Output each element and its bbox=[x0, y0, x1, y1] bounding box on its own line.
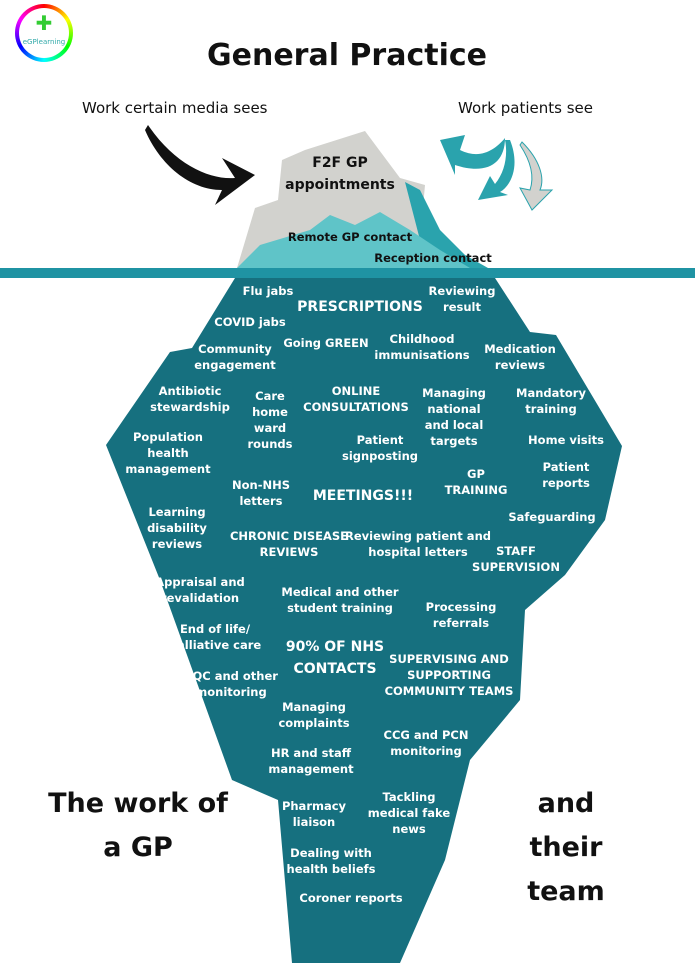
page-title: General Practice bbox=[206, 38, 488, 73]
iceberg-underwater bbox=[106, 278, 622, 963]
task-label: Managing national and local targets bbox=[422, 386, 486, 448]
task-label: Reception contact bbox=[374, 251, 492, 265]
task-label: 90% OF NHS CONTACTS bbox=[285, 639, 385, 677]
media-arrow-icon bbox=[145, 125, 255, 205]
side-text-right: and their team bbox=[527, 788, 605, 907]
task-label: Antibiotic stewardship bbox=[150, 384, 230, 414]
task-label: Home visits bbox=[528, 433, 604, 447]
task-label: Reviewing patient and hospital letters bbox=[345, 529, 491, 559]
task-label: Remote GP contact bbox=[287, 230, 413, 244]
task-label: Dealing with health beliefs bbox=[286, 846, 376, 876]
task-label: HR and staff management bbox=[268, 746, 354, 776]
side-text-left: The work of a GP bbox=[48, 788, 228, 863]
logo-text: eGPlearning bbox=[22, 38, 66, 46]
task-label: MEETINGS!!! bbox=[312, 488, 414, 504]
task-label: Going GREEN bbox=[283, 336, 369, 350]
task-label: End of life/ palliative care bbox=[168, 622, 262, 652]
task-label: F2F GP appointments bbox=[285, 155, 395, 193]
task-label: PRESCRIPTIONS bbox=[297, 299, 423, 315]
task-label: Processing referrals bbox=[425, 600, 497, 630]
task-label: Population health management bbox=[125, 430, 211, 476]
media-label: Work certain media sees bbox=[82, 99, 268, 117]
task-label: CCG and PCN monitoring bbox=[383, 728, 469, 758]
task-label: Patient signposting bbox=[341, 433, 419, 463]
task-label: GP TRAINING bbox=[444, 467, 508, 497]
task-label: ONLINE CONSULTATIONS bbox=[303, 384, 409, 414]
task-label: Pharmacy liaison bbox=[281, 799, 347, 829]
task-label: STAFF SUPERVISION bbox=[472, 544, 560, 574]
waterline bbox=[0, 268, 695, 278]
task-label: Childhood immunisations bbox=[374, 332, 470, 362]
task-label: Care home ward rounds bbox=[247, 389, 293, 451]
arrow-icon bbox=[478, 140, 515, 200]
eglearning-logo: ✚eGPlearning bbox=[15, 4, 73, 62]
task-label: Managing complaints bbox=[278, 700, 350, 730]
task-label: SUPERVISING AND SUPPORTING COMMUNITY TEA… bbox=[384, 652, 514, 698]
task-label: Coroner reports bbox=[299, 891, 403, 905]
task-label: Flu jabs bbox=[242, 284, 294, 298]
task-label: CQC and other monitoring bbox=[184, 669, 278, 699]
task-label: CHRONIC DISEASE REVIEWS bbox=[229, 529, 349, 559]
task-label: Reviewing result bbox=[428, 284, 496, 314]
task-label: Learning disability reviews bbox=[147, 505, 207, 551]
task-label: Medical and other student training bbox=[281, 585, 399, 615]
task-label: Tackling medical fake news bbox=[367, 790, 451, 836]
patients-label: Work patients see bbox=[458, 99, 593, 117]
patient-arrows-icon bbox=[440, 135, 505, 175]
task-label: Medication reviews bbox=[484, 342, 556, 372]
iceberg-peak-teal-low bbox=[237, 212, 470, 268]
task-label: COVID jabs bbox=[214, 315, 286, 329]
task-label: Mandatory training bbox=[516, 386, 586, 416]
arrow-icon bbox=[519, 141, 554, 211]
task-label: Patient reports bbox=[542, 460, 590, 490]
task-label: Community engagement bbox=[194, 342, 276, 372]
task-label: Non-NHS letters bbox=[231, 478, 291, 508]
task-label: Safeguarding bbox=[508, 510, 596, 524]
task-label: Appraisal and revalidation bbox=[155, 575, 245, 605]
